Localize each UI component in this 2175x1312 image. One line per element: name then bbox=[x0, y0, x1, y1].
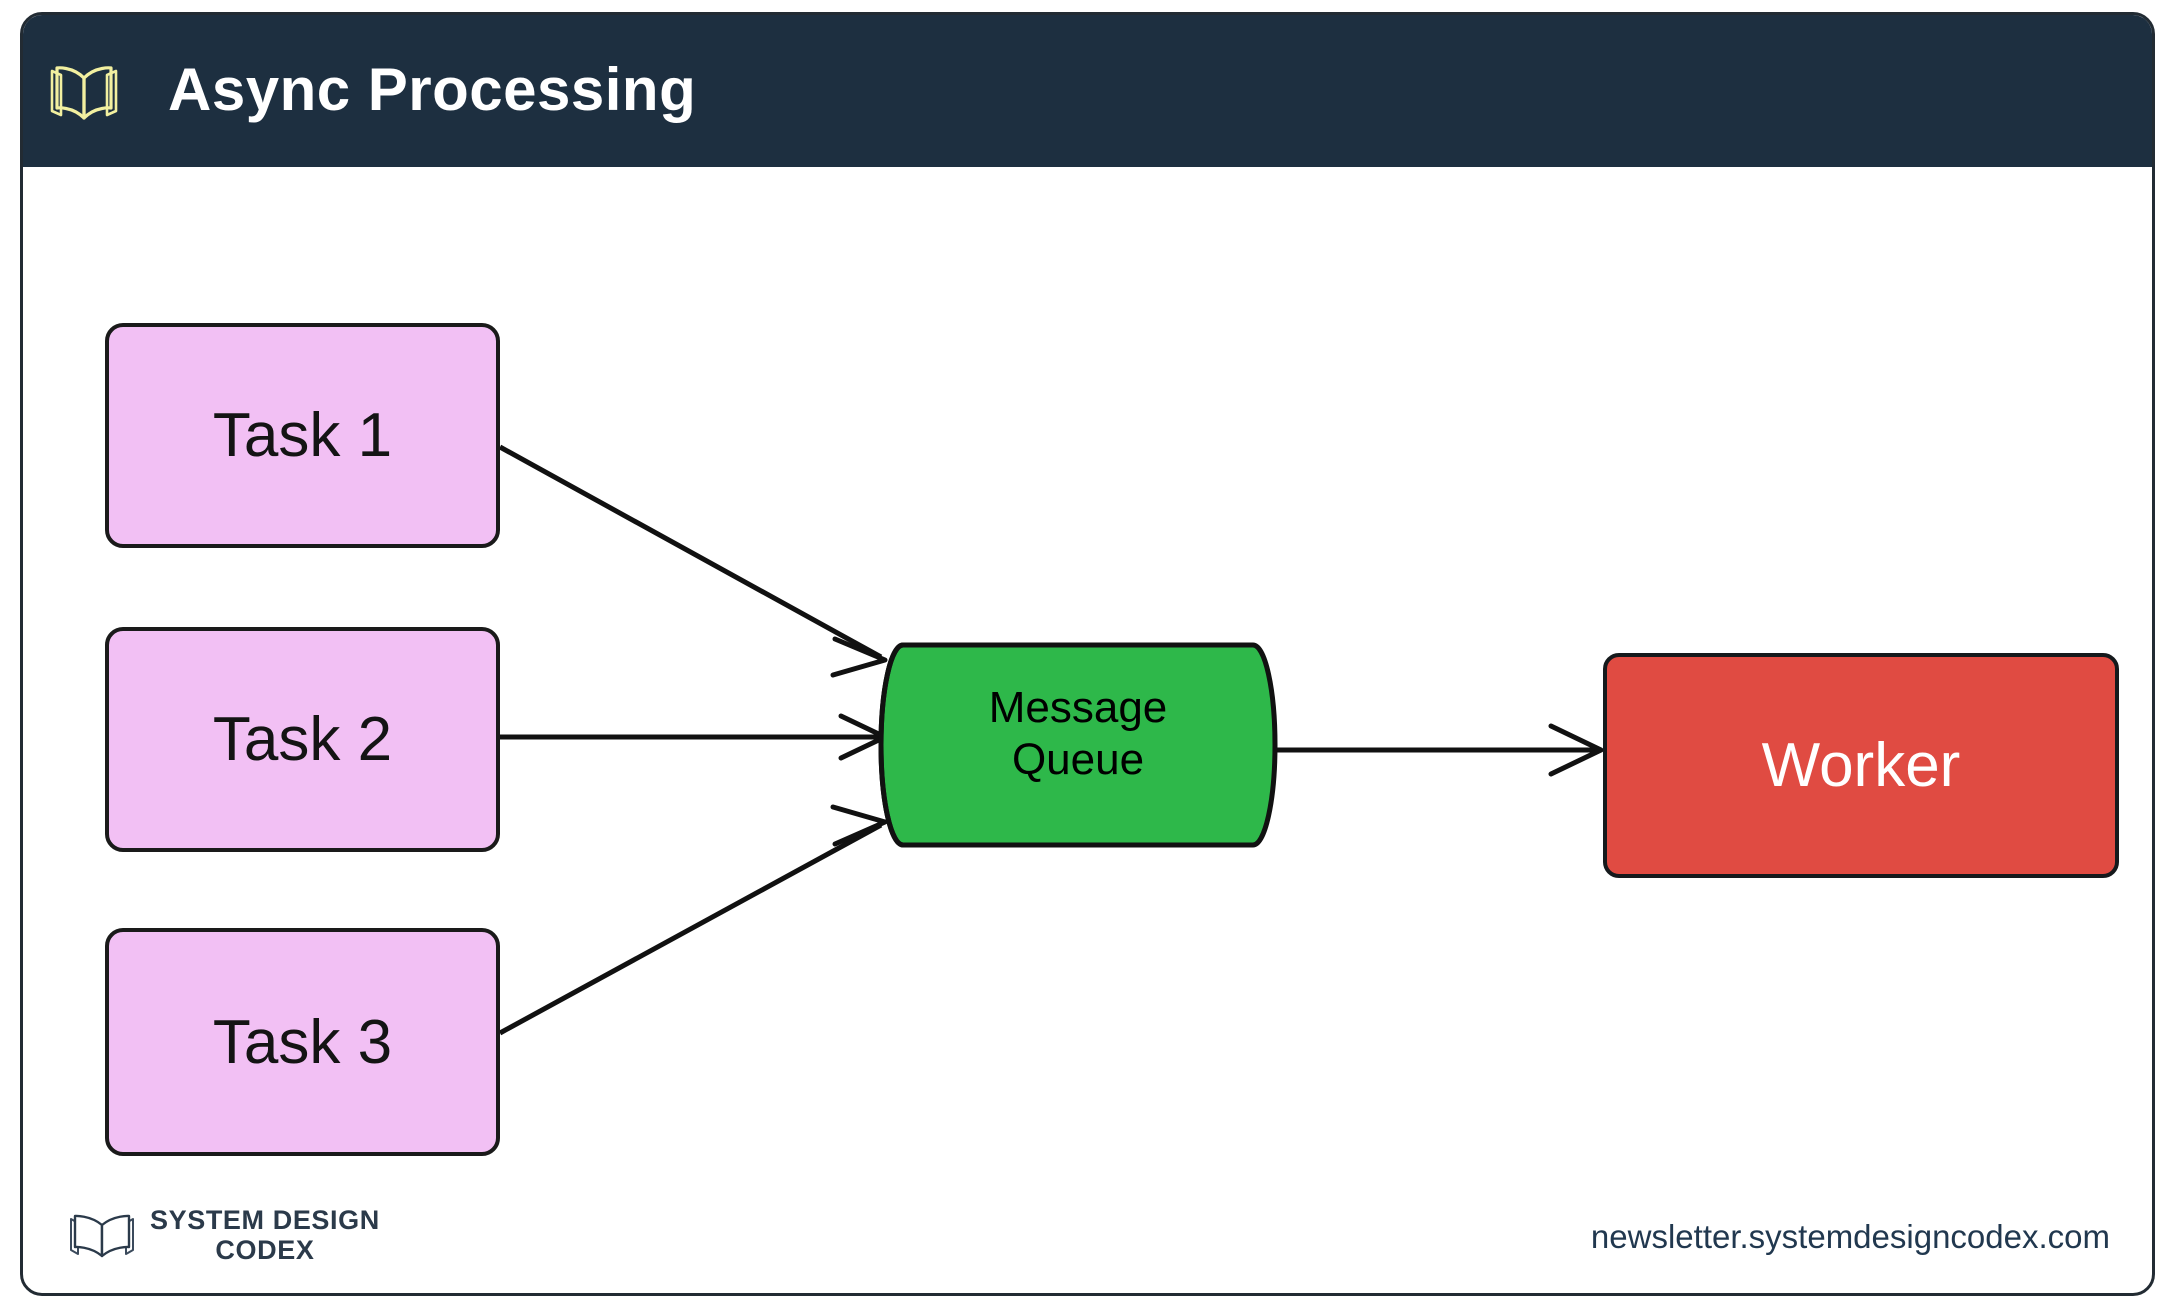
newsletter-url[interactable]: newsletter.systemdesigncodex.com bbox=[1590, 1218, 2110, 1255]
header-bar: Async Processing bbox=[23, 15, 2152, 167]
brand-logo: SYSTEM DESIGN CODEX bbox=[68, 1205, 380, 1265]
node-task-2[interactable]: Task 2 bbox=[105, 627, 500, 852]
page-title: Async Processing bbox=[168, 55, 697, 123]
open-book-icon bbox=[50, 65, 118, 120]
connector-layer bbox=[498, 444, 1604, 1036]
task-2-label: Task 2 bbox=[212, 705, 393, 774]
task-3-label: Task 3 bbox=[212, 1007, 393, 1077]
node-task-1[interactable]: Task 1 bbox=[105, 323, 500, 548]
brand-logo-line-1: SYSTEM DESIGN bbox=[150, 1205, 380, 1235]
diagram-card: Async Processing bbox=[20, 12, 2155, 1296]
open-book-icon bbox=[70, 1215, 134, 1258]
node-message-queue[interactable] bbox=[878, 642, 1278, 848]
brand-logo-line-2: CODEX bbox=[215, 1235, 315, 1266]
worker-label: Worker bbox=[1761, 731, 1961, 800]
task-1-label: Task 1 bbox=[212, 401, 393, 470]
edge-task3-to-queue bbox=[498, 804, 888, 1036]
node-worker[interactable]: Worker bbox=[1603, 653, 2119, 878]
edge-task1-to-queue bbox=[498, 444, 888, 678]
node-task-3[interactable]: Task 3 bbox=[105, 928, 500, 1156]
edge-queue-to-worker bbox=[1255, 723, 1604, 777]
brand-logo-text: SYSTEM DESIGN CODEX bbox=[150, 1205, 380, 1265]
diagram-canvas: Message Queue Task 1 Task 2 Task 3 Worke… bbox=[23, 170, 2152, 1293]
queue-shape-layer bbox=[878, 642, 1278, 848]
